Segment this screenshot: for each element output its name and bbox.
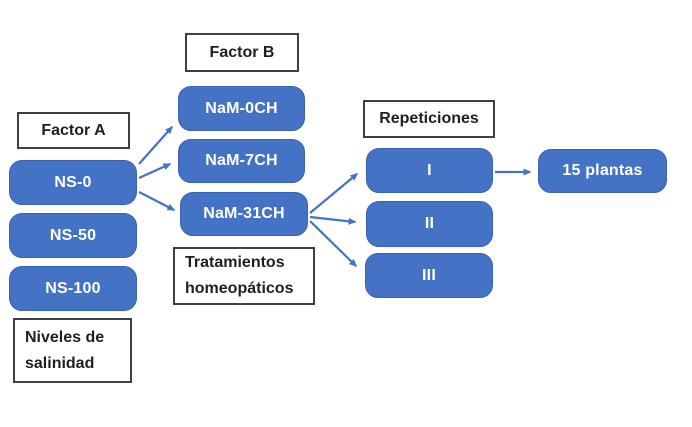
node-repetition-3: III — [365, 253, 493, 298]
arrow-ns0-to-nam31ch — [138, 191, 176, 211]
label-tratamientos-line1: Tratamientos — [185, 254, 285, 271]
label-factor-b-text: Factor B — [209, 43, 275, 61]
label-factor-a-text: Factor A — [41, 121, 106, 139]
arrow-ns0-to-nam0ch — [138, 125, 173, 165]
node-nam-0ch: NaM-0CH — [178, 86, 305, 131]
node-15-plantas-text: 15 plantas — [562, 162, 643, 179]
arrow-ns0-to-nam7ch — [138, 162, 172, 180]
node-ns-50: NS-50 — [9, 213, 137, 258]
label-niveles-line2: salinidad — [25, 354, 95, 372]
node-nam-7ch-text: NaM-7CH — [205, 152, 278, 169]
label-niveles-line1: Niveles de — [25, 328, 105, 346]
arrow-nam31ch-to-rep2 — [309, 215, 357, 225]
node-ns-100: NS-100 — [9, 266, 137, 311]
node-ns-0-text: NS-0 — [54, 173, 92, 191]
node-ns-0: NS-0 — [9, 160, 137, 205]
node-repetition-1: I — [366, 148, 493, 193]
node-ns-100-text: NS-100 — [45, 279, 101, 297]
node-repetition-3-text: III — [422, 266, 436, 284]
node-ns-50-text: NS-50 — [49, 226, 97, 244]
label-factor-a: Factor A — [17, 112, 130, 149]
label-repeticiones: Repeticiones — [363, 100, 495, 138]
node-nam-7ch: NaM-7CH — [178, 139, 305, 183]
label-repeticiones-text: Repeticiones — [379, 110, 479, 127]
node-nam-31ch-text: NaM-31CH — [203, 205, 285, 222]
node-nam-31ch: NaM-31CH — [180, 192, 308, 236]
label-tratamientos-line2: homeopáticos — [185, 280, 294, 297]
node-repetition-1-text: I — [427, 161, 432, 179]
label-tratamientos-homeopaticos: Tratamientos homeopáticos — [173, 247, 315, 305]
node-repetition-2-text: II — [424, 215, 435, 232]
label-niveles-de-salinidad: Niveles de salinidad — [13, 318, 132, 383]
label-factor-b: Factor B — [185, 33, 299, 72]
node-repetition-2: II — [366, 201, 493, 247]
node-nam-0ch-text: NaM-0CH — [205, 99, 278, 117]
arrow-nam31ch-to-rep1 — [309, 173, 359, 214]
arrow-nam31ch-to-rep3 — [309, 220, 358, 268]
node-15-plantas: 15 plantas — [538, 149, 667, 193]
